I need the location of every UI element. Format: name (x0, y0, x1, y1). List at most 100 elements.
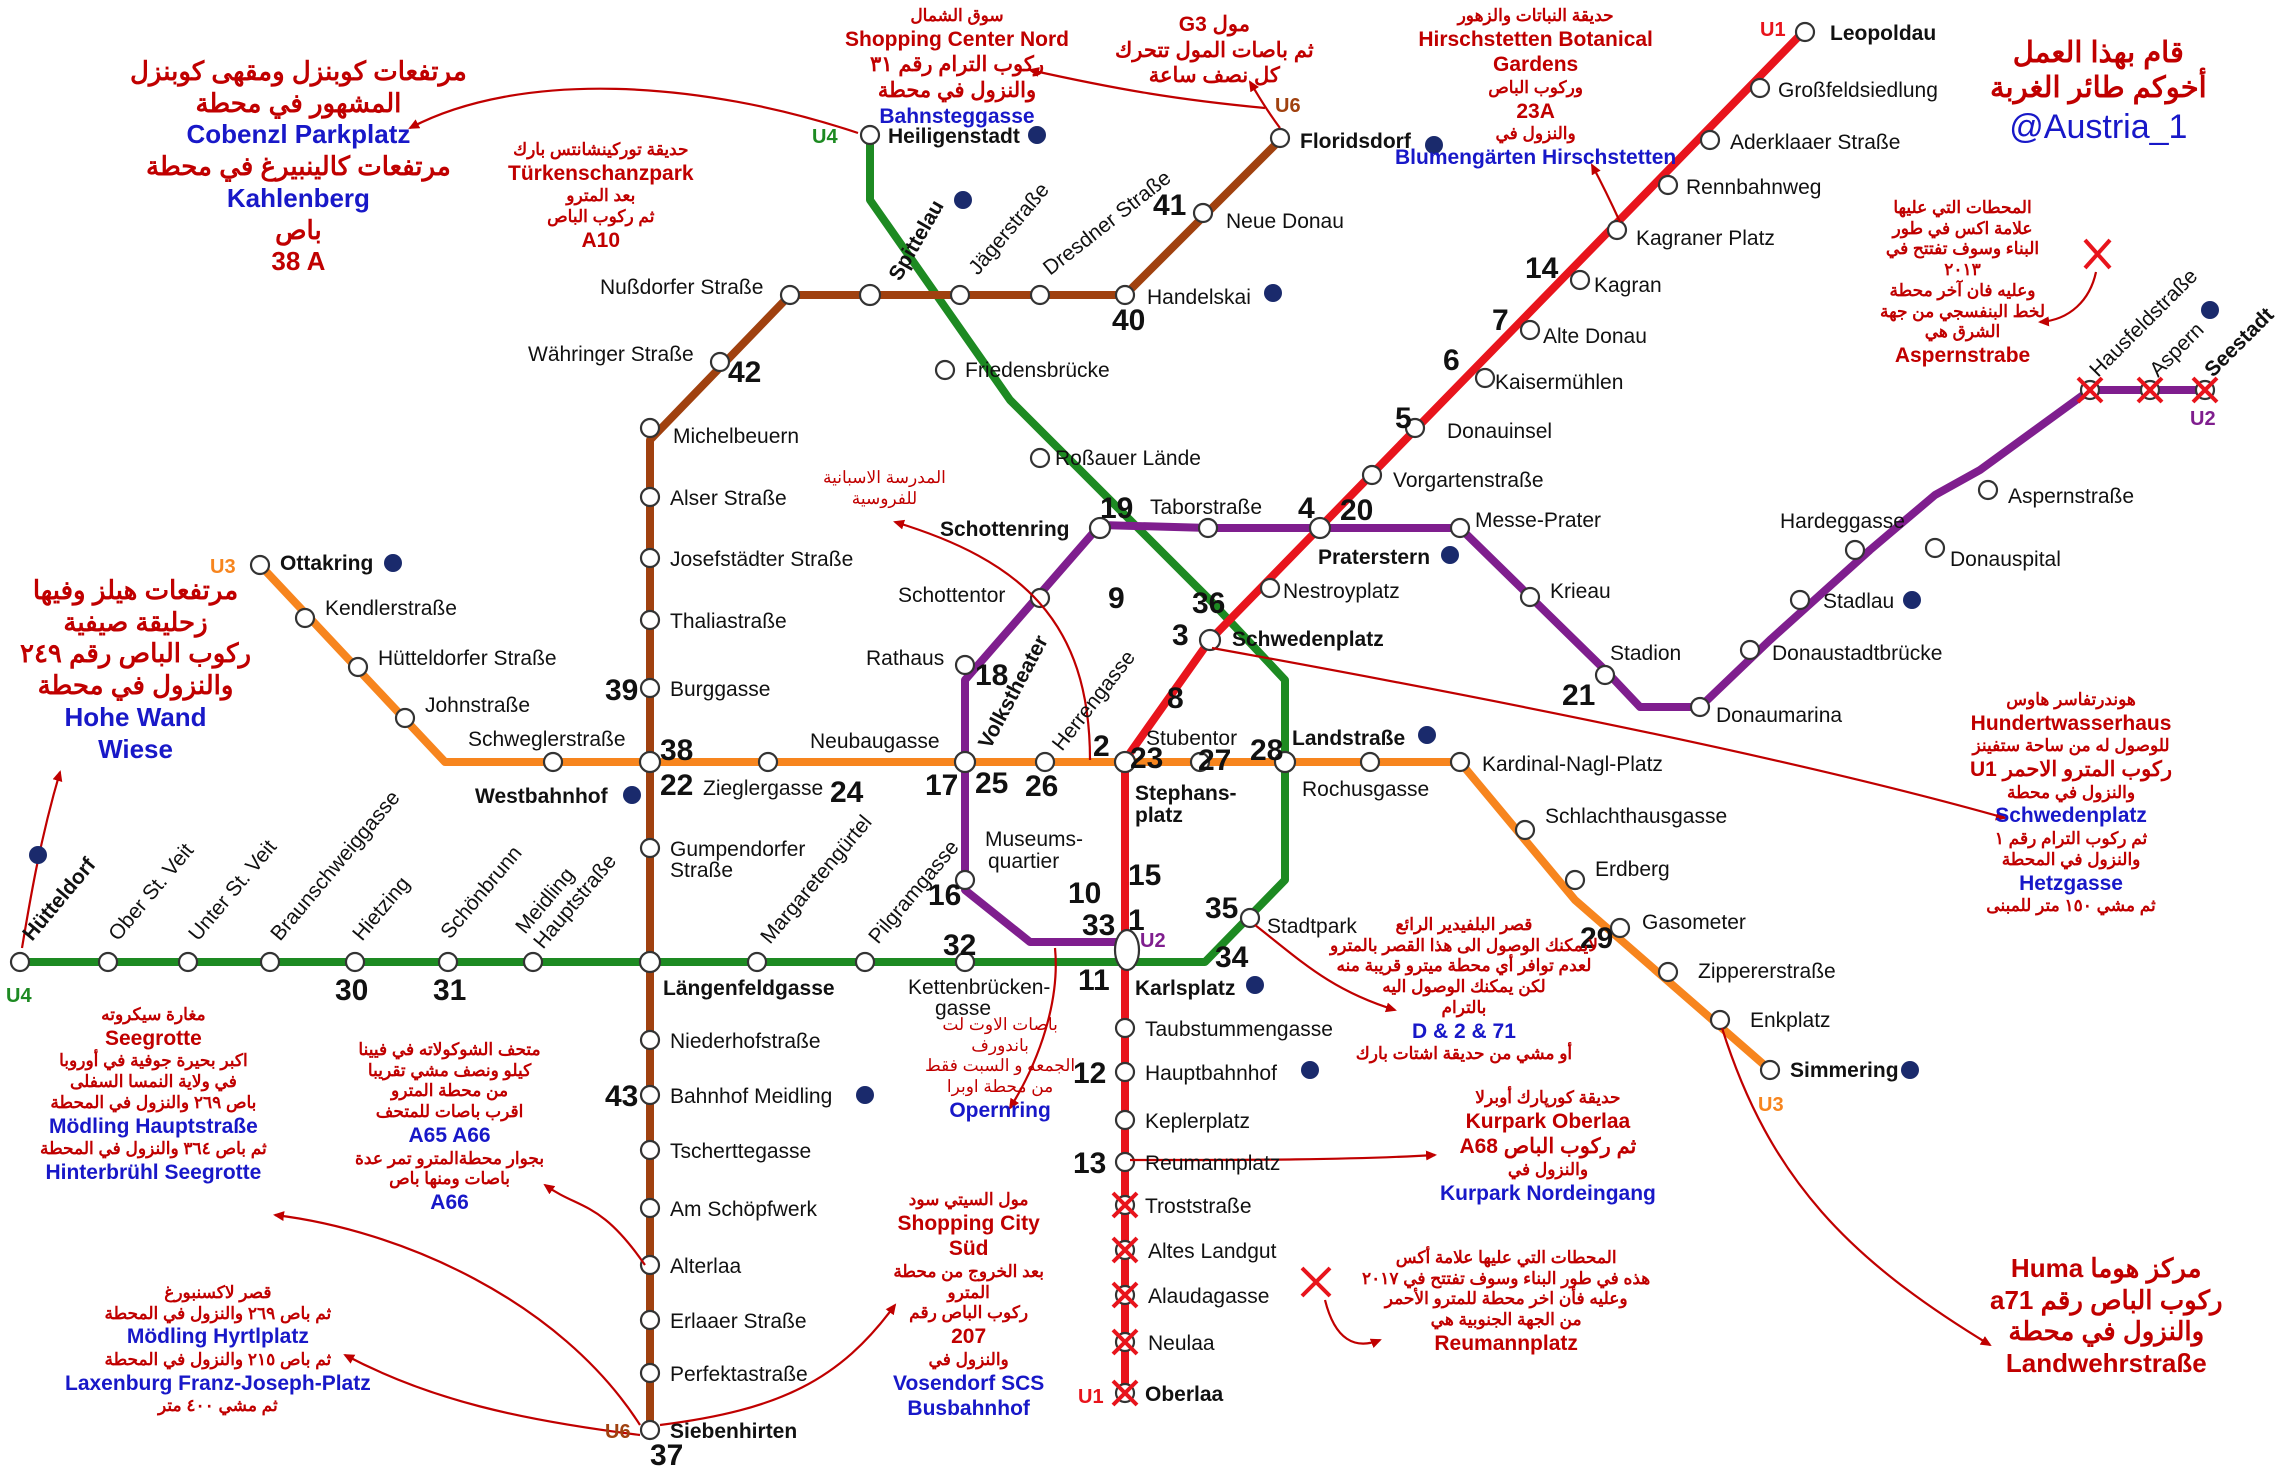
arrow-reitschule (893, 519, 1092, 761)
note-flohmarkt: باصات الاوت لت باندورف الجمعه و السبت فق… (925, 1015, 1075, 1124)
dot-alser-strasse[interactable] (639, 486, 661, 508)
dot-rathaus[interactable] (954, 654, 976, 676)
dot-stubentor[interactable] (1189, 751, 1211, 773)
dot-ottakring[interactable] (249, 554, 271, 576)
dot-donauspital[interactable] (1924, 537, 1946, 559)
dot-perfektastrasse[interactable] (639, 1362, 661, 1384)
note-text: لكن يمكنك الوصول اليه (1382, 977, 1546, 997)
dot-schottenring[interactable] (1088, 516, 1112, 540)
dot-burggasse[interactable] (639, 677, 661, 699)
dot-meidling-hauptstrasse[interactable] (522, 951, 544, 973)
dot-taubstummengasse[interactable] (1114, 1017, 1136, 1039)
dot-laengenfeldgasse[interactable] (638, 950, 662, 974)
dot-rochusgasse[interactable] (1359, 751, 1381, 773)
dot-waehringer-strasse[interactable] (709, 351, 731, 373)
note-text: Hetzgasse (2019, 871, 2123, 895)
dot-museumsquartier[interactable] (954, 869, 976, 891)
dot-aspernstrasse[interactable] (1977, 479, 1999, 501)
dot-spittelau[interactable] (858, 283, 882, 307)
dot-josefstaedter-strasse[interactable] (639, 547, 661, 569)
dot-gasometer[interactable] (1609, 917, 1631, 939)
dot-landstrasse[interactable] (1273, 750, 1297, 774)
dot-herrengasse[interactable] (1034, 751, 1056, 773)
dot-leopoldau[interactable] (1794, 21, 1816, 43)
dot-braunschweiggasse[interactable] (259, 951, 281, 973)
dot-stadtpark[interactable] (1239, 907, 1261, 929)
dot-heiligenstadt[interactable] (859, 124, 881, 146)
dot-donaustadtbruecke[interactable] (1739, 639, 1761, 661)
dot-donauinsel[interactable] (1404, 417, 1426, 439)
zone-number: 28 (1250, 734, 1283, 767)
dot-karlsplatz[interactable] (1113, 928, 1141, 972)
note-text: حديقة كورپارك أوبرلا (1475, 1088, 1621, 1107)
dot-reumannplatz[interactable] (1114, 1151, 1136, 1173)
dot-huetteldorfer-strasse[interactable] (347, 656, 369, 678)
dot-stadion[interactable] (1594, 664, 1616, 686)
dot-aderklaaer[interactable] (1699, 129, 1721, 151)
note-text: بعد المترو (566, 186, 636, 206)
dot-stephansplatz[interactable] (1113, 750, 1137, 774)
note-text: لايمكنك الوصول الى هذا القصر بالمترو (1330, 935, 1598, 955)
zone-number: 13 (1073, 1147, 1106, 1180)
dot-kaisermuehlen[interactable] (1474, 367, 1496, 389)
station-label: Erlaaer Straße (670, 1310, 807, 1333)
dot-friedensbruecke[interactable] (934, 359, 956, 381)
dot-nussdorfer-strasse[interactable] (779, 284, 801, 306)
dot-schwedenplatz[interactable] (1198, 628, 1222, 652)
dot-zippererstrasse[interactable] (1657, 961, 1679, 983)
dot-am-schoepfwerk[interactable] (639, 1197, 661, 1219)
dot-kardinal-nagl-platz[interactable] (1449, 751, 1471, 773)
dot-pilgramgasse[interactable] (854, 951, 876, 973)
dot-niederhofstrasse[interactable] (639, 1029, 661, 1051)
dot-neue-donau[interactable] (1192, 202, 1214, 224)
dot-tscherttegasse[interactable] (639, 1139, 661, 1161)
dot-thaliastrasse[interactable] (639, 609, 661, 631)
dot-unter-st-veit[interactable] (177, 951, 199, 973)
dot-volkstheater[interactable] (953, 750, 977, 774)
dot-schlachthausgasse[interactable] (1514, 819, 1536, 841)
dot-donaumarina[interactable] (1689, 696, 1711, 718)
dot-erlaaer-strasse[interactable] (639, 1309, 661, 1331)
dot-jaegerstrasse[interactable] (949, 284, 971, 306)
dot-michelbeuern[interactable] (639, 417, 661, 439)
dot-schottentor[interactable] (1029, 587, 1051, 609)
dot-hauptbahnhof[interactable] (1114, 1061, 1136, 1083)
dot-margaretenguertel[interactable] (746, 951, 768, 973)
dot-schoenbrunn[interactable] (437, 951, 459, 973)
dot-neubaugasse[interactable] (757, 751, 779, 773)
station-label: Alaudagasse (1148, 1285, 1269, 1308)
dot-simmering[interactable] (1759, 1059, 1781, 1081)
dot-grossfeldsiedlung[interactable] (1749, 77, 1771, 99)
dot-floridsdorf[interactable] (1269, 127, 1291, 149)
dot-taborstrasse[interactable] (1197, 517, 1219, 539)
dot-stadlau[interactable] (1789, 589, 1811, 611)
dot-alterlaa[interactable] (639, 1254, 661, 1276)
dot-schweglerstrasse[interactable] (542, 751, 564, 773)
dot-erdberg[interactable] (1564, 869, 1586, 891)
dot-westbahnhof[interactable] (638, 750, 662, 774)
dot-hietzing[interactable] (344, 951, 366, 973)
dot-handelskai[interactable] (1114, 284, 1136, 306)
dot-kagraner-platz[interactable] (1606, 219, 1628, 241)
dot-dresdner-strasse[interactable] (1029, 284, 1051, 306)
dot-siebenhirten[interactable] (639, 1419, 661, 1441)
dot-kettenbrueckengasse[interactable] (954, 951, 976, 973)
dot-alte-donau[interactable] (1519, 319, 1541, 341)
dot-keplerplatz[interactable] (1114, 1109, 1136, 1131)
dot-bahnhof-meidling[interactable] (639, 1084, 661, 1106)
dot-nestroyplatz[interactable] (1259, 577, 1281, 599)
dot-rennbahnweg[interactable] (1657, 174, 1679, 196)
dot-johnstrasse[interactable] (394, 707, 416, 729)
dot-huetteldorf[interactable] (9, 951, 31, 973)
dot-ober-st-veit[interactable] (97, 951, 119, 973)
dot-krieau[interactable] (1519, 586, 1541, 608)
dot-hardeggasse[interactable] (1844, 539, 1866, 561)
dot-vorgarten[interactable] (1361, 464, 1383, 486)
dot-rossauer-laende[interactable] (1029, 447, 1051, 469)
dot-enkplatz[interactable] (1709, 1009, 1731, 1031)
dot-messe-prater[interactable] (1449, 517, 1471, 539)
dot-praterstern[interactable] (1308, 516, 1332, 540)
dot-kagran[interactable] (1569, 269, 1591, 291)
dot-gumpendorfer[interactable] (639, 837, 661, 859)
dot-kendlerstrasse[interactable] (294, 607, 316, 629)
